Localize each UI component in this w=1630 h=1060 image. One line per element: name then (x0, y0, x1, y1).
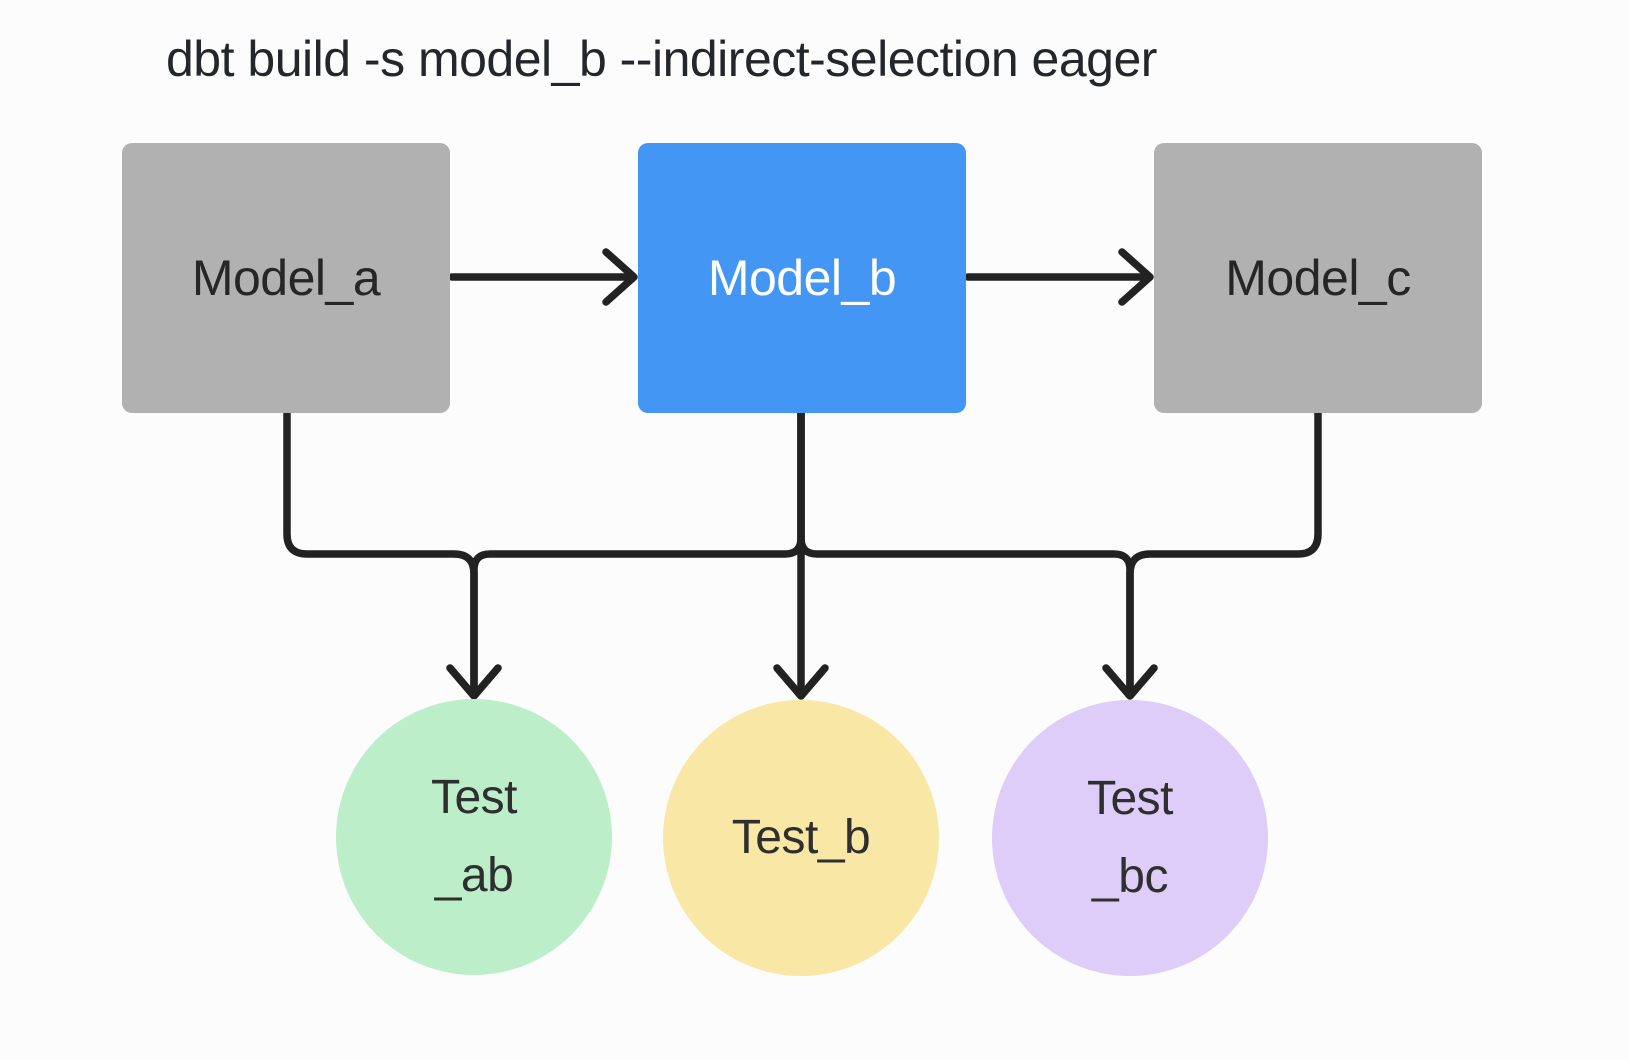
arrow-model-a-to-test-ab (283, 409, 478, 696)
arrowhead-model-c (1118, 248, 1154, 306)
node-model-c: Model_c (1154, 143, 1482, 413)
arrowhead-model-b (602, 248, 638, 306)
arrowhead-test-b (773, 664, 829, 700)
node-model-c-label: Model_c (1225, 250, 1411, 306)
node-model-a-label: Model_a (191, 250, 381, 306)
diagram-title: dbt build -s model_b --indirect-selectio… (166, 31, 1157, 87)
node-model-b-label: Model_b (707, 250, 897, 306)
node-test-ab-label-line2: _ab (434, 849, 514, 902)
node-test-ab: Test _ab (336, 699, 612, 975)
node-model-a: Model_a (122, 143, 450, 413)
node-test-bc-label-line1: Test (1086, 772, 1174, 826)
arrow-model-b-to-test-bc (797, 409, 1134, 696)
node-model-b: Model_b (638, 143, 966, 413)
arrow-model-b-to-test-ab (470, 409, 805, 696)
node-test-bc-label-line2: _bc (1092, 850, 1168, 903)
arrow-model-c-to-test-bc (1126, 409, 1322, 696)
arrowhead-test-bc (1102, 664, 1158, 700)
node-test-bc: Test _bc (992, 700, 1268, 976)
node-test-b: Test_b (663, 700, 939, 976)
node-test-ab-label-line1: Test (430, 771, 518, 825)
arrowhead-test-ab (446, 664, 502, 700)
node-test-b-label-line1: Test_b (731, 811, 871, 865)
